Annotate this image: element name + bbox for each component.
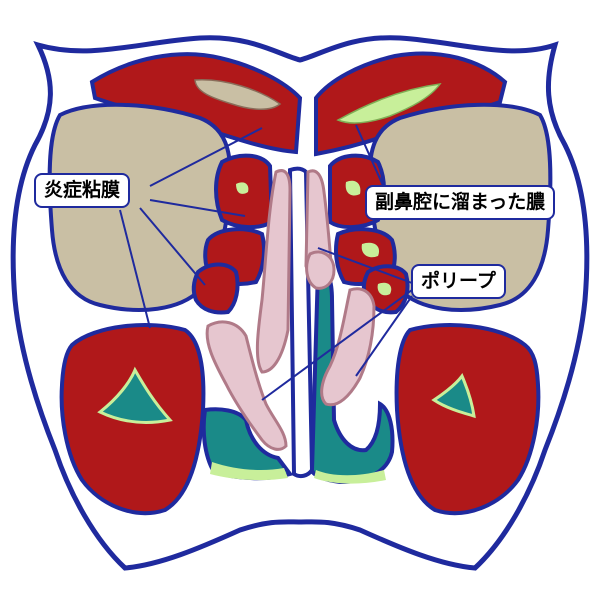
ethmoid-cell-left-3 bbox=[191, 262, 240, 315]
leader-pus-frontal bbox=[355, 124, 386, 191]
maxillary-sinus-left-cavity bbox=[97, 366, 173, 424]
ethmoid-cell-right-3-pus bbox=[377, 282, 392, 296]
maxillary-sinus-right-cavity bbox=[431, 373, 476, 419]
frontal-sinus-right-pus bbox=[336, 83, 442, 124]
leader-mucosa-ethmoid bbox=[149, 199, 246, 217]
leader-mucosa-frontal bbox=[149, 127, 263, 187]
label-inflamed-mucosa: 炎症粘膜 bbox=[34, 173, 131, 208]
maxillary-sinus-right bbox=[394, 323, 541, 516]
ethmoid-cell-right-2-pus bbox=[361, 242, 380, 258]
ethmoid-cell-right-1-pus bbox=[345, 180, 361, 196]
label-pus-in-sinus: 副鼻腔に溜まった膿 bbox=[365, 185, 556, 220]
leader-lines bbox=[119, 124, 413, 401]
nasal-cavity-left-floor bbox=[201, 407, 294, 481]
frontal-sinus-left-pus bbox=[194, 79, 282, 110]
nasal-cavity-left-pus bbox=[210, 462, 288, 481]
ethmoid-cell-left-1-pus bbox=[236, 182, 249, 194]
leader-polyp-upper bbox=[317, 247, 413, 284]
label-polyp: ポリープ bbox=[411, 264, 506, 299]
leader-mucosa-maxillary bbox=[119, 209, 151, 329]
leader-polyp-right bbox=[355, 295, 413, 377]
leader-mucosa-ethmoid-lower bbox=[139, 207, 206, 286]
nasal-cavity-right-pus bbox=[314, 470, 386, 484]
turbinate-left-middle bbox=[255, 169, 292, 374]
leader-polyp-left bbox=[261, 289, 413, 401]
polyp-right-upper bbox=[305, 250, 336, 290]
polyp-left bbox=[205, 320, 288, 451]
polyp-right bbox=[320, 287, 376, 407]
